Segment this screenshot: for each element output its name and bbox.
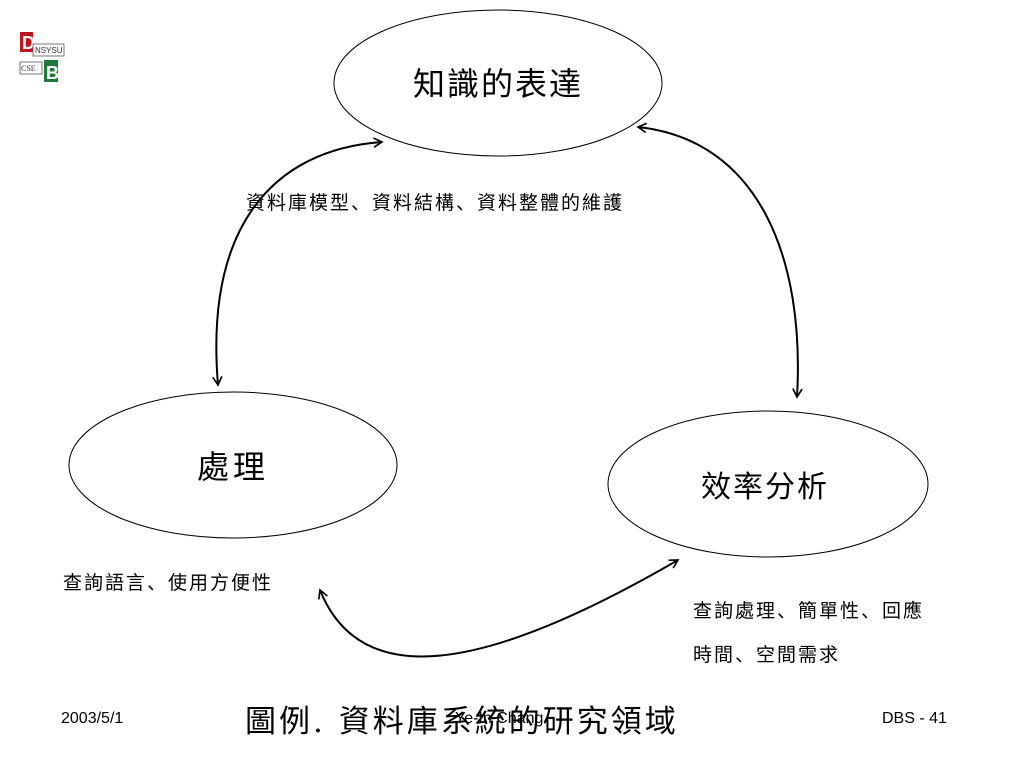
footer-page-number: DBS - 41 bbox=[882, 710, 947, 727]
logo-letter-b: B bbox=[46, 63, 59, 83]
logo-d-block bbox=[20, 32, 33, 52]
edge-processing-knowledge bbox=[212, 137, 384, 387]
annotation-efficiency-line1: 查詢處理、簡單性、回應 bbox=[693, 600, 925, 622]
edge-processing-efficiency bbox=[318, 559, 680, 658]
logo-bottom-box bbox=[19, 61, 43, 75]
footer-date: 2003/5/1 bbox=[61, 710, 124, 727]
logo-b-block bbox=[44, 60, 58, 82]
logo-top-box bbox=[32, 43, 65, 57]
node-processing-label: 處理 bbox=[197, 448, 269, 486]
logo-bottom-text: CSE bbox=[21, 64, 36, 73]
node-processing-ellipse bbox=[68, 391, 398, 539]
node-efficiency-ellipse bbox=[607, 410, 929, 558]
logo-top-text: NSYSU bbox=[35, 46, 63, 55]
annotation-processing: 查詢語言、使用方便性 bbox=[63, 572, 274, 594]
node-knowledge-label: 知識的表達 bbox=[413, 65, 583, 103]
annotation-efficiency-line2: 時間、空間需求 bbox=[693, 644, 841, 666]
logo-letter-d: D bbox=[22, 33, 35, 53]
nsysu-cse-db-logo: D NSYSU CSE B bbox=[19, 32, 65, 83]
figure-caption: 圖例. 資料庫系統的研究領域 bbox=[245, 704, 679, 740]
node-efficiency-label: 效率分析 bbox=[701, 470, 829, 505]
node-knowledge-ellipse bbox=[333, 9, 663, 157]
annotation-knowledge: 資料庫模型、資料結構、資料整體的維護 bbox=[246, 192, 625, 214]
footer-author: Ye-In Chang bbox=[455, 710, 544, 727]
edge-knowledge-efficiency bbox=[636, 122, 803, 399]
